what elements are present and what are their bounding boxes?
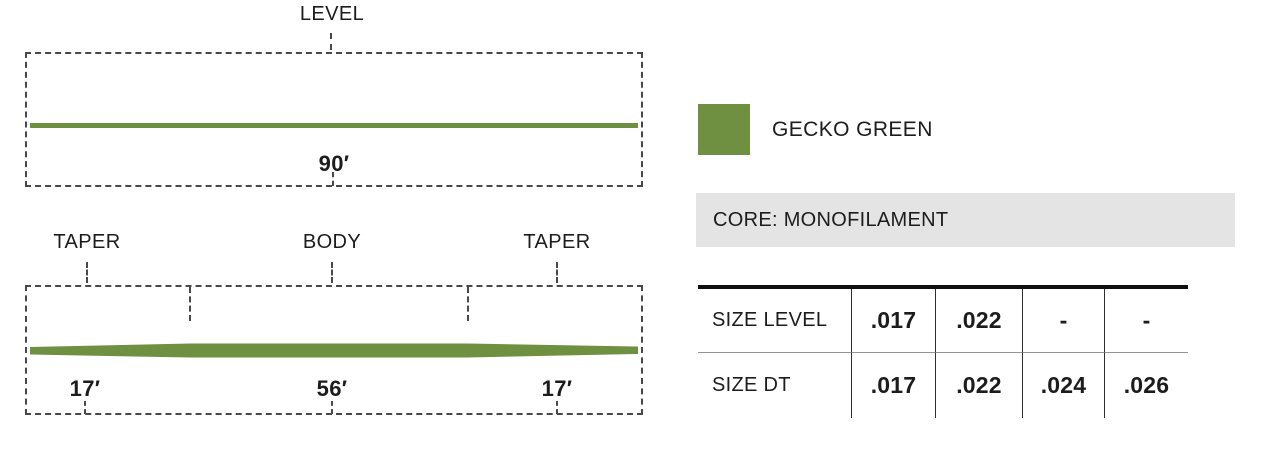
size-table-row-label: SIZE DT: [698, 353, 852, 418]
size-table-cell: -: [1105, 289, 1188, 353]
level-diagram-box: [25, 52, 643, 187]
color-swatch-gecko-green: [698, 104, 750, 155]
color-swatch-label: GECKO GREEN: [772, 117, 933, 141]
size-table-cell: .022: [936, 289, 1023, 353]
taper-body-divider-right: [467, 287, 469, 321]
size-table-cell: .022: [936, 353, 1023, 418]
taper-diagram-box: [25, 285, 643, 415]
size-table-cell: -: [1023, 289, 1105, 353]
size-table-cell: .026: [1123, 372, 1170, 398]
core-material-text: CORE: MONOFILAMENT: [713, 208, 949, 231]
size-table-cell: .024: [1023, 353, 1105, 418]
size-table-cell: .017: [852, 353, 936, 418]
taper-right-length-tick: [556, 401, 558, 414]
taper-right-label: TAPER: [523, 231, 591, 253]
size-table-row-label: SIZE LEVEL: [698, 289, 852, 353]
core-material-bar: CORE: MONOFILAMENT: [696, 193, 1235, 247]
level-line-profile: [30, 123, 638, 128]
taper-left-label: TAPER: [53, 231, 121, 253]
taper-left-length: 17′: [69, 376, 101, 401]
level-length-label: 90′: [318, 151, 350, 176]
level-title-tick: [330, 33, 332, 50]
body-tick: [331, 262, 333, 283]
size-table-cell: .017: [852, 289, 936, 353]
body-length-tick: [331, 401, 333, 414]
size-table: SIZE LEVEL .017 .022 - - SIZE DT .017 .0…: [698, 285, 1188, 418]
body-label: BODY: [302, 231, 362, 253]
level-diagram-title: LEVEL: [299, 3, 365, 25]
double-taper-line-profile: [30, 343, 638, 358]
taper-right-length: 17′: [541, 376, 573, 401]
level-length-tick: [332, 172, 334, 186]
taper-left-tick: [86, 262, 88, 283]
body-length: 56′: [316, 376, 348, 401]
taper-left-length-tick: [84, 401, 86, 414]
taper-right-tick: [556, 262, 558, 283]
taper-body-divider-left: [189, 287, 191, 321]
